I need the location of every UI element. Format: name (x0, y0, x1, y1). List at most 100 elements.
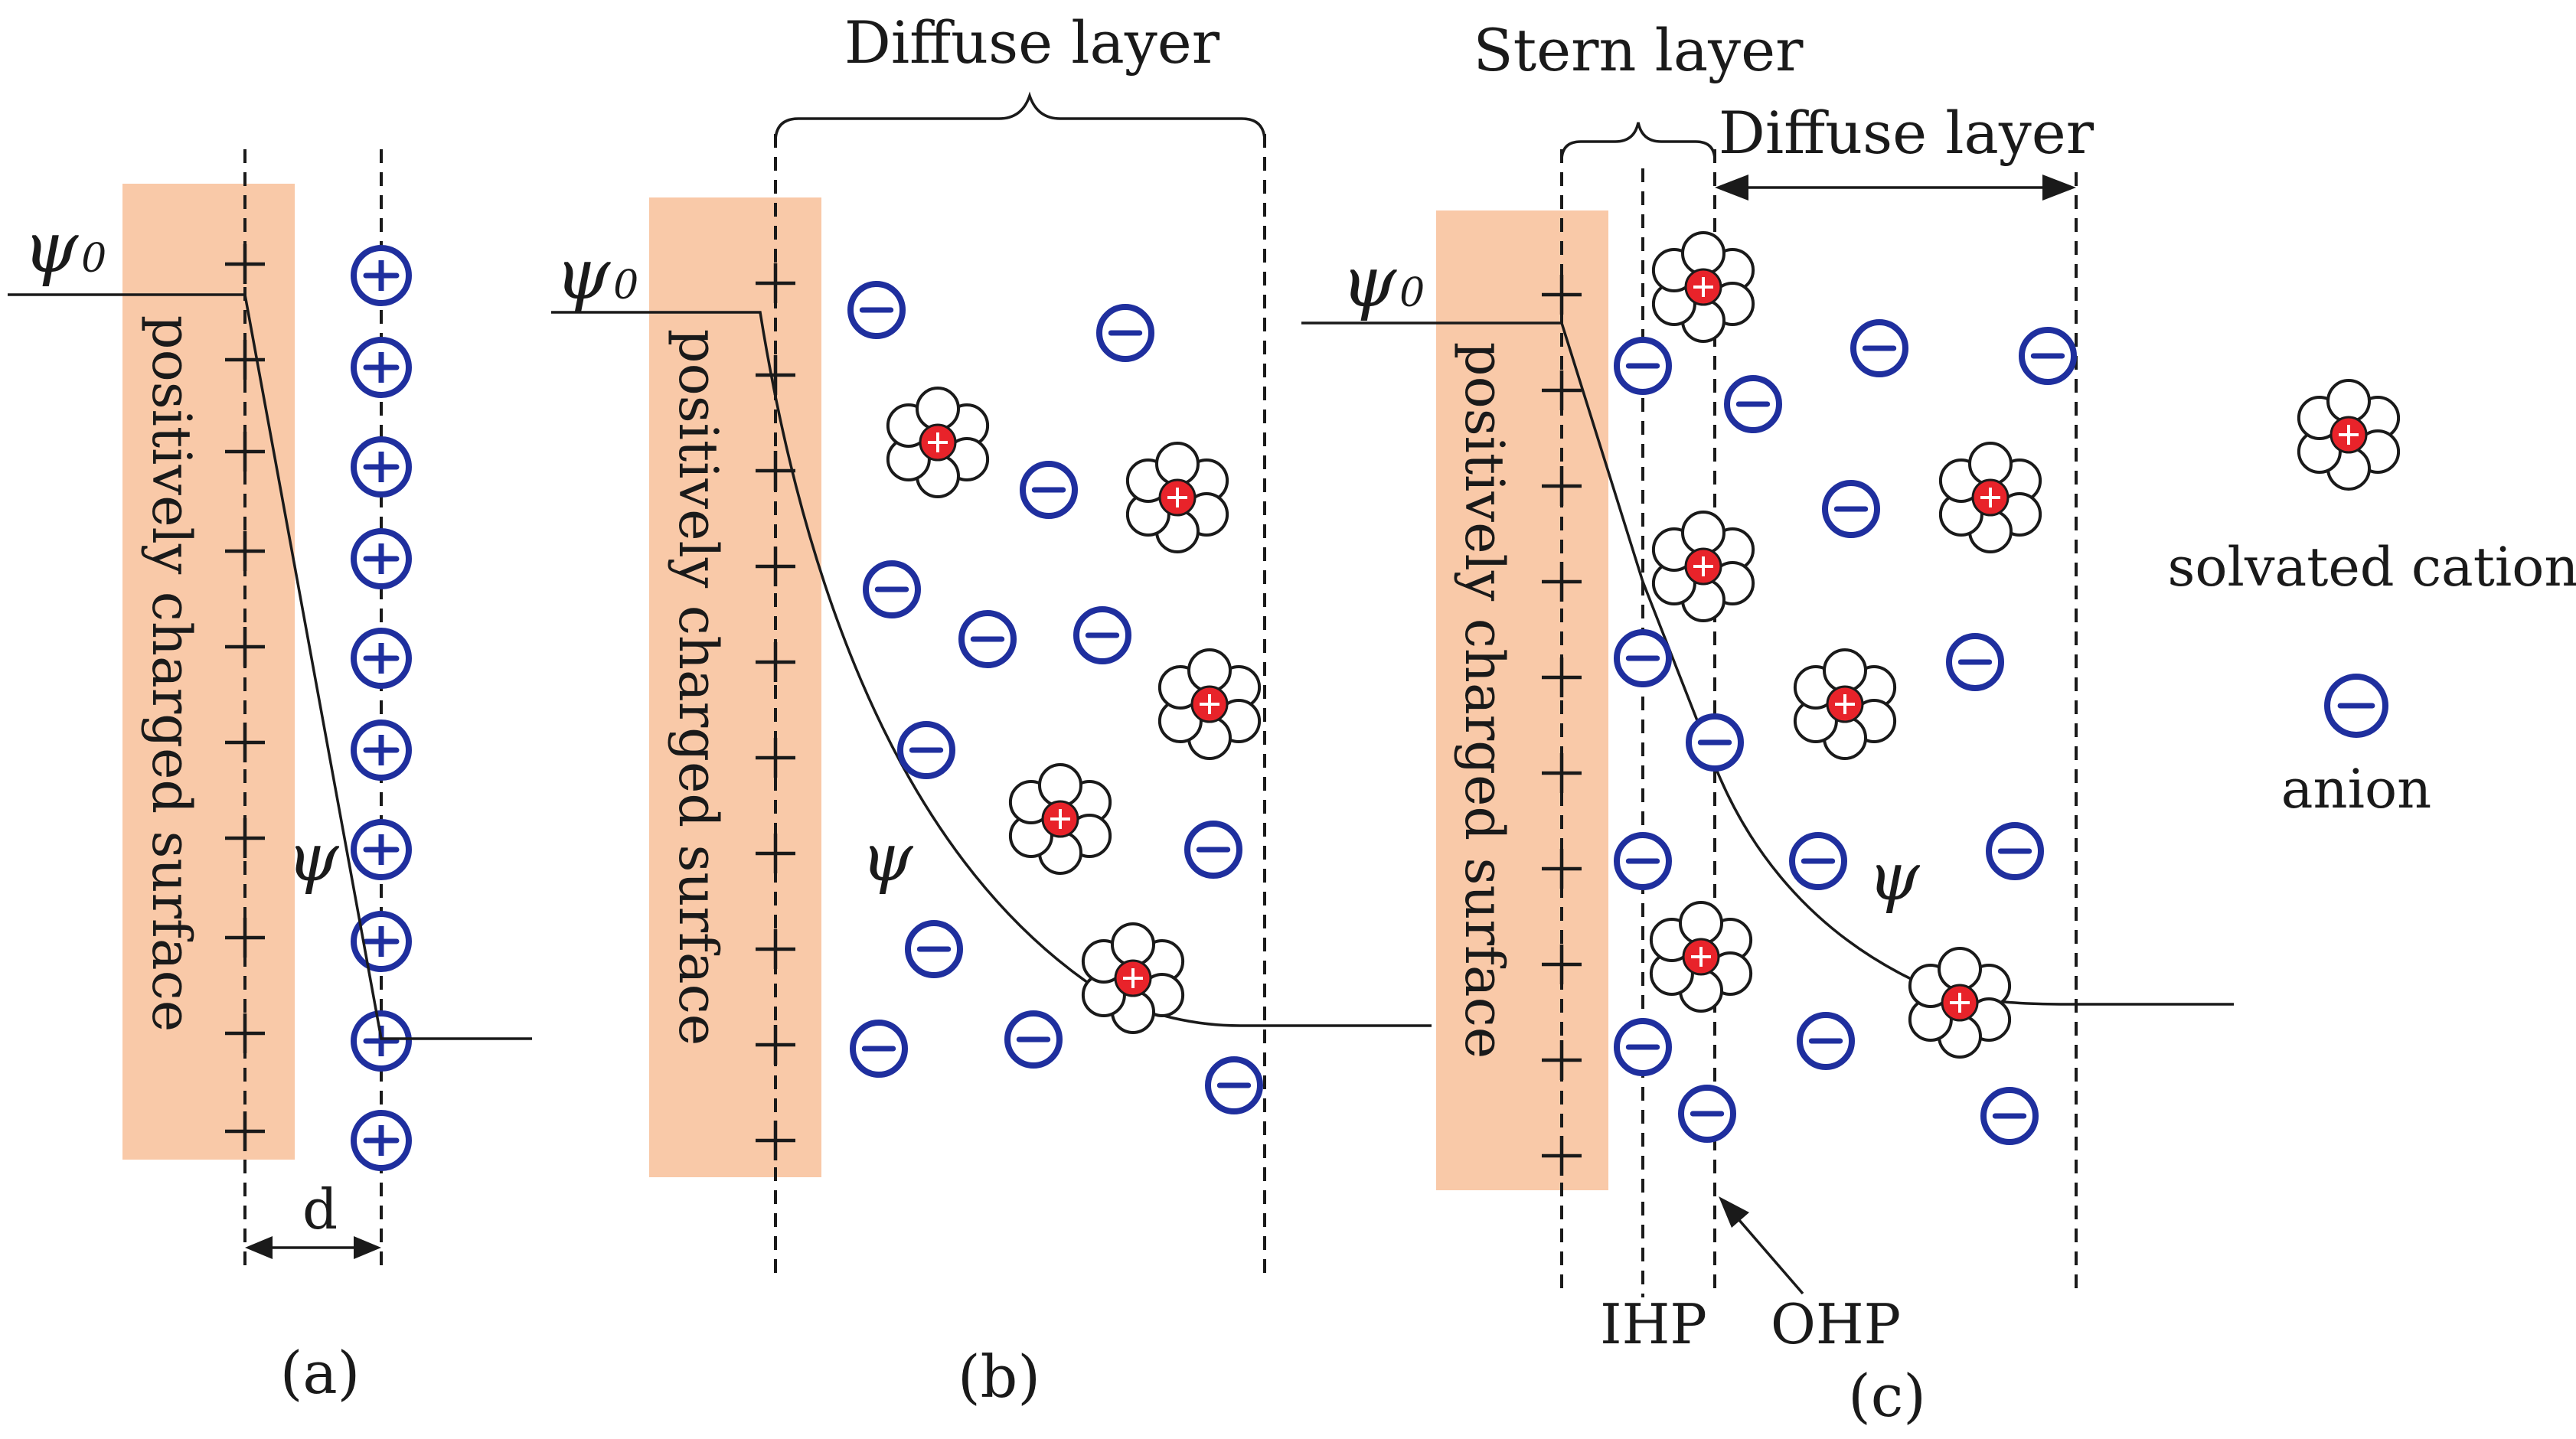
anion-icon (897, 721, 955, 779)
surface-plus-charge (225, 627, 265, 667)
anion-icon (905, 920, 963, 978)
psi0-label-b: ψ0 (555, 233, 638, 315)
solvated-cation-icon (1651, 231, 1755, 343)
surface-plus-charge (1542, 849, 1582, 889)
panel-a: ψ0 positively charged surface ψ d (a) (8, 149, 532, 1407)
ohp-pointer-arrow (1719, 1196, 1804, 1295)
anion-icon (1004, 1010, 1063, 1069)
surface-plus-charge (1542, 1040, 1582, 1080)
solvated-cation-icon (2297, 379, 2401, 491)
legend-solvated-cation-label: solvated cation (2167, 536, 2576, 599)
psi0-label-a: ψ0 (23, 207, 106, 289)
anion-icon (1205, 1056, 1263, 1114)
panel-a-caption: (a) (280, 1339, 361, 1407)
solvated-cation-icon (1157, 648, 1262, 760)
anion-icon (1020, 461, 1078, 519)
surface-plus-charge (1542, 753, 1582, 793)
surface-plus-charge (1542, 370, 1582, 410)
anion-icon (1614, 832, 1672, 890)
surface-plus-charge (225, 918, 265, 958)
anion-icon (351, 819, 412, 880)
anion-icon (351, 911, 412, 972)
stern-layer-brace (1560, 122, 1716, 162)
surface-slab-a (122, 184, 295, 1160)
panel-b: ψ0 positively charged surface ψ Diffuse … (551, 8, 1432, 1411)
potential-curve-b (551, 311, 1432, 1027)
surface-plus-charge (756, 642, 795, 682)
surface-plus-charge (756, 547, 795, 586)
anion-icon (351, 436, 412, 498)
surface-plus-charge (756, 263, 795, 303)
solvated-cation-icon (1793, 648, 1897, 760)
surface-plus-charge (756, 834, 795, 873)
solvated-cation-icon (1649, 901, 1753, 1013)
surface-charges-b (756, 263, 795, 1160)
anion-icon (958, 610, 1017, 668)
anion-icon (847, 281, 906, 339)
anion-icon (1614, 337, 1672, 395)
psi-label-c: ψ (1868, 839, 1921, 915)
diffuse-layer-brace-b (774, 91, 1266, 142)
solvated-cation-icon (1008, 763, 1112, 875)
anion-icon (351, 1010, 412, 1072)
anion-icon (1724, 375, 1782, 433)
psi0-label-c: ψ0 (1341, 241, 1425, 323)
anion-icon (351, 628, 412, 689)
surface-plus-charge (225, 244, 265, 284)
ions-c (1614, 231, 2077, 1145)
surface-plus-charge (756, 451, 795, 491)
surface-plus-charge (225, 1111, 265, 1151)
surface-plus-charge (756, 929, 795, 969)
anion-icon (1184, 821, 1242, 879)
anion-icon (1850, 319, 1908, 377)
surface-plus-charge (756, 738, 795, 778)
surface-label-a: positively charged surface (140, 315, 203, 1032)
anion-icon (351, 1110, 412, 1171)
anion-icon (1986, 822, 2044, 880)
solvated-cation-icon (1938, 442, 2042, 553)
surface-plus-charge (1542, 562, 1582, 602)
anion-icon (2019, 327, 2077, 385)
potential-curve-c (1301, 321, 2234, 1006)
surface-plus-charge (756, 1025, 795, 1065)
solvated-cation-icon (1908, 947, 2012, 1059)
ihp-label: IHP (1600, 1292, 1707, 1356)
panel-c-caption: (c) (1848, 1362, 1926, 1430)
ohp-label: OHP (1771, 1292, 1901, 1356)
surface-plus-charge (1542, 1136, 1582, 1176)
anion-icon (1678, 1085, 1736, 1143)
d-dimension-arrow (245, 1236, 381, 1259)
anion-icon (1686, 713, 1744, 772)
surface-plus-charge (225, 1013, 265, 1053)
anion-icon (1614, 1018, 1672, 1076)
diffuse-layer-arrow-c (1715, 175, 2076, 201)
psi-label-a: ψ (287, 820, 340, 896)
anion-icon (1797, 1012, 1855, 1070)
potential-curve-a (8, 293, 532, 1040)
anion-icon (1073, 606, 1131, 664)
anion-icon (1789, 832, 1847, 890)
surface-charges-a (225, 244, 265, 1151)
anion-icon (2324, 674, 2388, 738)
surface-plus-charge (1542, 466, 1582, 506)
surface-label-c: positively charged surface (1453, 342, 1516, 1059)
ions-b (847, 281, 1263, 1114)
panel-c: ψ0 positively charged surface ψ Stern la… (1301, 16, 2234, 1430)
anion-icon (1614, 629, 1672, 687)
anion-icon (1096, 304, 1154, 362)
legend-anion-icon (2324, 674, 2388, 738)
surface-slab-b (649, 197, 821, 1177)
panel-b-caption: (b) (958, 1343, 1040, 1411)
legend-solvated-cation-icon (2297, 379, 2401, 491)
surface-plus-charge (1542, 275, 1582, 315)
anion-icon (351, 245, 412, 306)
surface-slab-c (1436, 210, 1608, 1190)
solvated-cation-icon (886, 387, 990, 498)
stern-layer-label: Stern layer (1474, 16, 1804, 84)
anion-icon (1946, 633, 2004, 691)
anion-icon (1980, 1087, 2039, 1145)
anion-icon (850, 1020, 908, 1078)
surface-plus-charge (225, 723, 265, 762)
psi-label-b: ψ (861, 820, 914, 896)
